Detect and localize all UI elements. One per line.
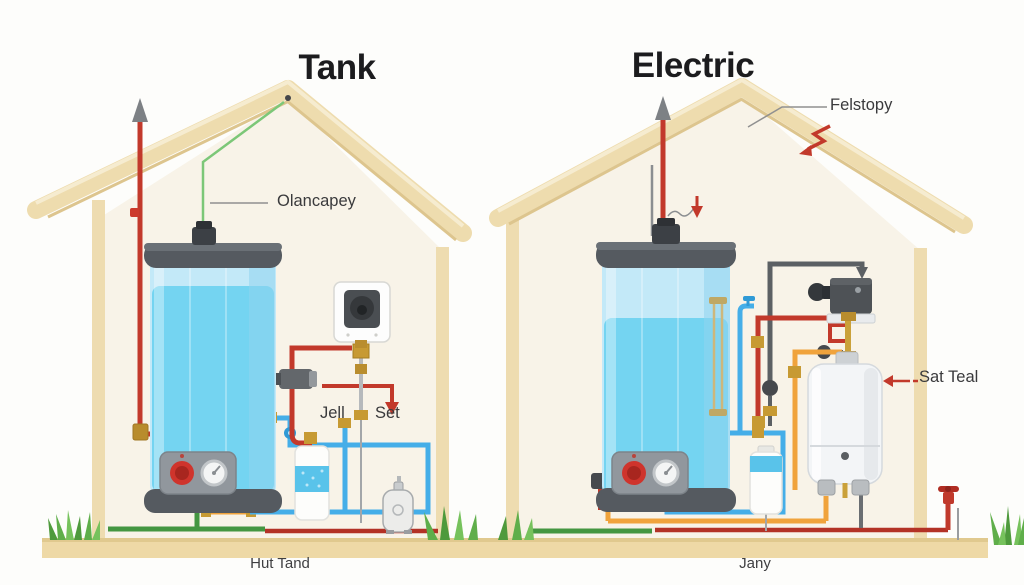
vent-arrow-icon <box>655 96 671 120</box>
water-heater-tank-left <box>144 221 282 513</box>
tank-title: Tank <box>298 48 376 87</box>
hot-pipe-label: Jell <box>320 404 345 422</box>
roof-peak-dot <box>285 95 291 101</box>
left-wall <box>506 206 519 538</box>
power-wire <box>201 100 285 228</box>
blue-valve-icon <box>743 296 755 301</box>
heating-element <box>709 297 727 416</box>
tank-top-fitting <box>652 224 680 244</box>
right-wall <box>436 247 449 538</box>
expansion-canister <box>382 476 414 534</box>
flow-arrow-down-icon <box>856 267 868 279</box>
buffer-cylinder <box>749 445 783 515</box>
water-heater-tank-right <box>596 218 736 512</box>
electric-caption: Jany <box>739 555 771 572</box>
brass-coupling <box>763 406 777 416</box>
vent-stack-left <box>130 98 154 441</box>
outdoor-spigot <box>938 486 959 540</box>
roof-callout: Felstopy <box>830 96 893 114</box>
floor-strip <box>42 538 988 558</box>
brass-coupling <box>752 428 764 438</box>
brass-coupling <box>752 416 765 428</box>
brass-coupling <box>841 312 856 321</box>
unit-callout: Sat Teal <box>919 368 979 386</box>
roof-arrow <box>799 124 831 156</box>
cold-pipe-label: Set <box>375 404 400 422</box>
pump-motor-ball <box>808 283 826 301</box>
brass-coupling <box>354 410 368 420</box>
tank-caption: Hut Tand <box>250 555 310 572</box>
pump-valve-body <box>279 369 313 389</box>
orange-loop-right <box>788 349 842 490</box>
brass-elbow <box>132 423 149 441</box>
left-wall <box>92 200 105 538</box>
tank-top-callout: Olancapey <box>277 192 356 210</box>
unit-bottom-fitting <box>851 479 870 496</box>
attic-flow-marker <box>667 196 703 218</box>
callout-leader-roof <box>747 106 827 128</box>
unit-pointer-arrow <box>883 375 918 387</box>
grass-tuft-middle <box>424 506 534 540</box>
thermostat-unit <box>333 281 391 348</box>
unit-bottom-fitting <box>817 479 836 496</box>
vent-arrow-icon <box>132 98 148 122</box>
filter-cartridge <box>294 432 330 521</box>
grass-tuft-right <box>990 506 1024 545</box>
brass-coupling <box>751 336 764 348</box>
flow-arrow-down-icon <box>385 402 399 415</box>
grass-tuft-left <box>48 510 100 540</box>
brass-coupling <box>355 364 367 374</box>
right-wall <box>914 248 927 538</box>
hot-water-pipes-left <box>275 345 399 446</box>
vent-valve-dot <box>130 208 139 217</box>
circulator-pump <box>808 278 876 360</box>
house-right-frame <box>489 77 973 538</box>
zigzag-arrow-icon <box>799 145 812 156</box>
electric-title: Electric <box>631 46 755 85</box>
tank-top-fitting <box>192 227 216 245</box>
flow-arrow-left-icon <box>883 375 893 387</box>
recirculation-loop <box>762 261 868 426</box>
brass-coupling <box>788 366 801 378</box>
flow-arrow-down-icon <box>691 206 703 218</box>
ball-valve-icon <box>762 380 778 396</box>
tank-base <box>144 489 282 513</box>
electric-unit <box>807 351 883 498</box>
brass-coupling <box>338 418 351 428</box>
